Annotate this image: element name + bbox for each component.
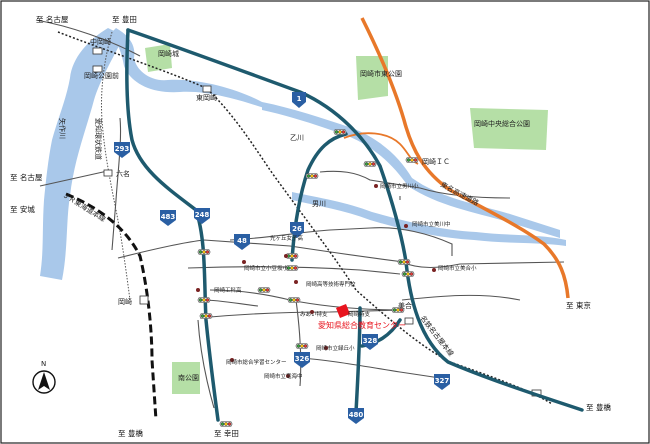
shield-483: 483 <box>160 210 176 226</box>
label-mutsuna: 六名 <box>116 169 130 178</box>
station-mutsuna <box>103 169 113 177</box>
station-okazaki-koen-mae <box>92 65 103 73</box>
park-okazaki-castle <box>145 44 172 72</box>
label-oguri: 岡崎市立小豆坂小 <box>244 264 289 272</box>
park-minami <box>172 362 200 394</box>
label-okazaki-station: 岡崎 <box>118 297 132 306</box>
label-mitsukigaoka: 光ヶ丘女子高 <box>270 234 304 242</box>
label-kosho: 岡崎工科高 <box>214 286 242 294</box>
shield-1: 1 <box>292 92 306 108</box>
yahagi-river <box>40 28 124 280</box>
traffic-lights <box>197 129 419 427</box>
dir-toyohashi-bottom: 至 豊橋 <box>118 428 143 438</box>
label-okazaki-tokushi: 岡崎特支 <box>348 310 371 318</box>
svg-text:1: 1 <box>297 95 302 103</box>
dir-koda: 至 幸田 <box>214 429 239 438</box>
label-minami-park: 南公園 <box>178 373 199 382</box>
route-shields: 1 293 483 248 26 48 326 328 327 480 <box>114 92 450 424</box>
label-aichi-kanjo: 愛知環状鉄道 <box>94 118 103 160</box>
station-higashi-okazaki <box>202 85 212 93</box>
shield-326: 326 <box>294 352 310 368</box>
station-okazaki <box>139 295 149 305</box>
label-rokuta: 岡崎市立緑丘小 <box>316 344 355 352</box>
shield-327: 327 <box>434 374 450 390</box>
label-otokawa: 男川 <box>312 200 326 208</box>
label-nakaokazaki: 中岡崎 <box>90 37 111 46</box>
shield-248: 248 <box>194 208 210 224</box>
svg-text:483: 483 <box>161 213 176 221</box>
target-marker <box>336 304 350 318</box>
rail-jr-tokaido <box>65 192 158 421</box>
label-okazaki-koen-mae: 岡崎公園前 <box>84 71 119 80</box>
svg-text:26: 26 <box>292 225 302 233</box>
dir-toyohashi-right: 至 豊橋 <box>586 402 611 412</box>
park-chuo <box>470 108 548 150</box>
compass-n: N <box>41 360 46 368</box>
label-chuo-park: 岡崎中央総合公園 <box>474 119 530 128</box>
dir-nagoya-left: 至 名古屋 <box>10 172 43 182</box>
oto-river <box>262 102 560 238</box>
shield-293: 293 <box>114 142 130 158</box>
label-okazaki-ic: 岡崎ＩＣ <box>422 157 450 166</box>
label-ryukai: 岡崎市立竜海中 <box>264 372 303 380</box>
shield-328: 328 <box>362 334 378 350</box>
svg-text:327: 327 <box>435 377 450 385</box>
label-okazaki-castle: 岡崎城 <box>158 49 179 58</box>
label-higashi-okazaki: 東岡崎 <box>196 93 217 102</box>
label-life-center: 岡崎市総合学習センター <box>226 358 287 366</box>
station-nakaokazaki <box>92 47 103 55</box>
label-miai-tokushi: みあい特支 <box>300 310 328 318</box>
compass: N <box>32 360 56 394</box>
dir-toyota: 至 豊田 <box>112 14 137 24</box>
label-higashi-jh: 岡崎市立美川中 <box>412 220 451 228</box>
shield-48: 48 <box>234 234 250 250</box>
svg-text:326: 326 <box>295 355 310 363</box>
svg-text:48: 48 <box>237 237 247 245</box>
label-yahagi: 矢作川 <box>58 118 67 139</box>
yahagi-branch <box>110 28 270 110</box>
label-target: 愛知県総合教育センター <box>318 320 406 330</box>
label-higashi-park: 岡崎市東公園 <box>360 69 402 78</box>
dir-tokyo: 至 東京 <box>566 300 591 310</box>
label-okazaki-koto: 岡崎高等技術専門校 <box>306 280 356 288</box>
station-miai <box>404 317 414 325</box>
svg-text:480: 480 <box>349 411 364 419</box>
shield-480: 480 <box>348 408 364 424</box>
rail-meitetsu <box>57 31 553 405</box>
svg-text:328: 328 <box>363 337 378 345</box>
svg-text:248: 248 <box>195 211 210 219</box>
label-oto: 乙川 <box>290 134 304 142</box>
shield-26: 26 <box>290 222 304 238</box>
label-miai: 美合 <box>398 301 412 310</box>
dir-nagoya-top: 至 名古屋 <box>36 14 69 24</box>
rail-aichi-kanjo <box>101 31 131 301</box>
tomei-expressway <box>360 17 570 299</box>
label-miai-es: 岡崎市立美合小 <box>438 264 477 272</box>
label-mitsugi: 岡崎市立男川小 <box>380 182 419 190</box>
park-higashi <box>356 56 388 100</box>
svg-text:293: 293 <box>115 145 130 153</box>
dir-anjo: 至 安城 <box>10 204 35 214</box>
